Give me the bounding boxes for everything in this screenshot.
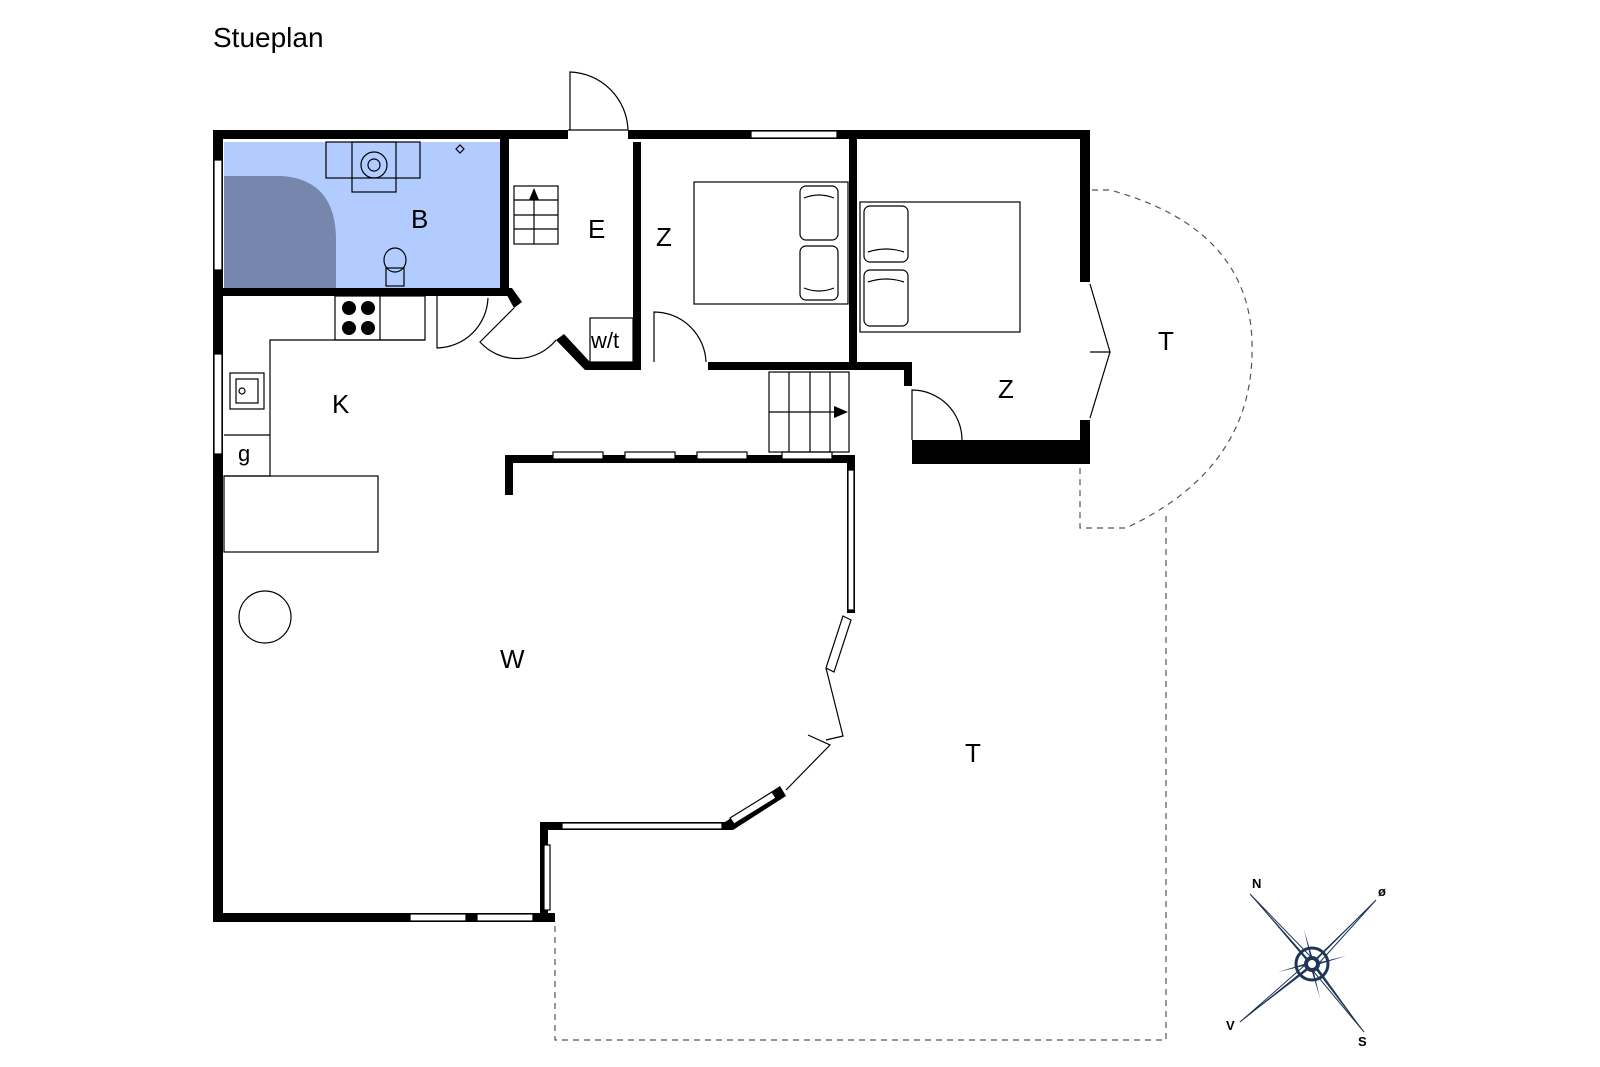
terraces	[554, 189, 1253, 1041]
room-label-bath: B	[411, 204, 428, 234]
bed-2	[859, 201, 1021, 333]
stairs-lower	[768, 371, 850, 453]
wc-label: w/t	[590, 328, 619, 353]
bath-fixtures	[325, 141, 465, 287]
compass-north: N	[1252, 876, 1261, 891]
g-label: g	[238, 441, 250, 466]
room-label-living: W	[500, 644, 525, 674]
room-label-entrance: E	[588, 214, 605, 244]
compass-rose: N ø S V	[1226, 876, 1386, 1049]
room-label-bedroom-1: Z	[656, 222, 672, 252]
walls	[213, 130, 1090, 922]
stairs-upper	[513, 185, 559, 245]
shower-area	[224, 176, 336, 288]
room-label-terrace-south: T	[965, 738, 981, 768]
windows	[213, 130, 855, 922]
compass-south: S	[1358, 1034, 1367, 1049]
room-label-kitchen: K	[332, 389, 350, 419]
bed-1	[693, 181, 849, 305]
doors	[436, 71, 1111, 791]
room-label-terrace-east: T	[1158, 326, 1174, 356]
kitchen-fixtures	[223, 295, 426, 644]
compass-west: V	[1226, 1018, 1235, 1033]
room-label-bedroom-2: Z	[998, 374, 1014, 404]
page-title: Stueplan	[213, 22, 324, 53]
compass-east: ø	[1378, 884, 1386, 899]
wc-closet	[589, 317, 634, 363]
